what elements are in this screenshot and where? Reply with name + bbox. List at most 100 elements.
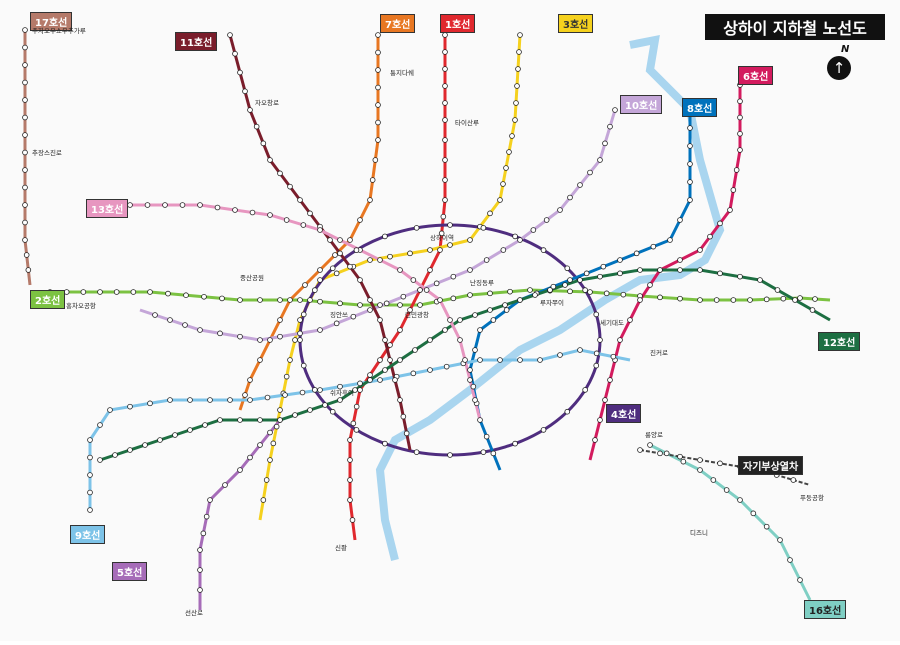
station-dot xyxy=(593,311,600,318)
station-dot xyxy=(349,517,356,523)
station-dot xyxy=(147,400,153,407)
station-dot xyxy=(543,217,550,223)
station-dot xyxy=(22,114,28,121)
line-2-track xyxy=(50,288,831,307)
station-dot xyxy=(620,291,627,298)
station-dot xyxy=(257,297,263,303)
station-dot xyxy=(353,427,360,433)
station-dot xyxy=(87,507,93,513)
station-dot xyxy=(183,292,189,299)
station-dot xyxy=(242,392,248,398)
station-dot xyxy=(737,98,743,105)
station-dot xyxy=(500,181,506,187)
station-dot xyxy=(497,357,503,363)
station-dot xyxy=(375,32,381,38)
station-dot xyxy=(347,477,353,483)
station-dot xyxy=(677,257,683,263)
station-dot xyxy=(22,27,28,33)
station-dot xyxy=(130,289,137,295)
station-dot xyxy=(144,202,151,208)
station-dot xyxy=(232,207,238,213)
station-dot xyxy=(127,403,133,410)
station-dot xyxy=(267,337,273,343)
station-dot xyxy=(350,313,357,320)
station-label: 상하이역 xyxy=(430,234,454,242)
station-dot xyxy=(470,383,477,390)
station-dot xyxy=(400,293,407,300)
station-dot xyxy=(267,212,273,218)
station-label: 쉬자후이 xyxy=(330,389,354,397)
station-dot xyxy=(283,373,290,380)
station-dot xyxy=(467,367,473,373)
station-dot xyxy=(472,397,478,403)
station-dot xyxy=(577,182,583,188)
station-dot xyxy=(602,397,608,403)
station-dot xyxy=(697,467,703,473)
station-dot xyxy=(25,267,32,273)
station-dot xyxy=(227,32,233,38)
station-dot xyxy=(697,297,703,303)
station-dot xyxy=(503,307,510,313)
station-dot xyxy=(438,230,445,237)
station-dot xyxy=(375,102,381,108)
station-dot xyxy=(397,302,403,308)
station-dot xyxy=(357,302,363,308)
station-dot xyxy=(337,250,343,257)
line-label-13: 13호선 xyxy=(86,199,129,218)
station-dot xyxy=(792,297,798,303)
station-dot xyxy=(333,320,340,327)
station-dot xyxy=(257,337,263,343)
station-dot xyxy=(503,165,509,171)
station-dot xyxy=(249,209,256,216)
line-8-track xyxy=(468,110,692,471)
line-9-track xyxy=(88,348,631,510)
station-dot xyxy=(809,307,816,313)
station-dot xyxy=(80,289,87,295)
station-dot xyxy=(382,440,388,447)
station-dot xyxy=(357,217,363,223)
station-dot xyxy=(427,267,433,273)
station-dot xyxy=(502,302,508,308)
station-dot xyxy=(292,337,298,343)
station-dot xyxy=(22,184,28,191)
station-dot xyxy=(152,312,158,318)
station-dot xyxy=(737,114,743,121)
station-dot xyxy=(483,257,490,263)
station-dot xyxy=(267,457,273,463)
station-dot xyxy=(283,217,290,223)
station-dot xyxy=(687,161,693,167)
station-dot xyxy=(790,477,797,483)
station-dot xyxy=(564,265,571,272)
station-dot xyxy=(372,157,379,163)
station-dot xyxy=(97,289,103,295)
station-dot xyxy=(583,270,590,277)
line-label-8: 8호선 xyxy=(682,98,718,117)
station-dot xyxy=(442,83,448,89)
station-dot xyxy=(540,427,547,433)
station-dot xyxy=(187,427,193,433)
station-dot xyxy=(382,337,388,343)
station-dot xyxy=(730,187,737,193)
station-dot xyxy=(377,357,383,363)
station-dot xyxy=(22,167,28,173)
station-label: 중산공원 xyxy=(240,274,264,282)
station-dot xyxy=(87,489,93,496)
station-dot xyxy=(97,457,103,463)
station-dot xyxy=(277,407,283,413)
station-label: 자오창로 xyxy=(255,99,279,107)
station-dot xyxy=(333,270,340,277)
station-dot xyxy=(737,497,743,503)
station-dot xyxy=(512,117,518,123)
station-dot xyxy=(483,433,490,440)
station-dot xyxy=(369,177,376,183)
station-dot xyxy=(307,297,313,303)
station-dot xyxy=(337,397,343,403)
station-dot xyxy=(357,277,363,283)
station-dot xyxy=(733,167,740,173)
station-dot xyxy=(347,263,353,270)
station-dot xyxy=(217,417,223,423)
station-dot xyxy=(127,447,133,453)
station-dot xyxy=(367,197,373,203)
station-dot xyxy=(487,307,493,313)
station-dot xyxy=(317,298,323,305)
